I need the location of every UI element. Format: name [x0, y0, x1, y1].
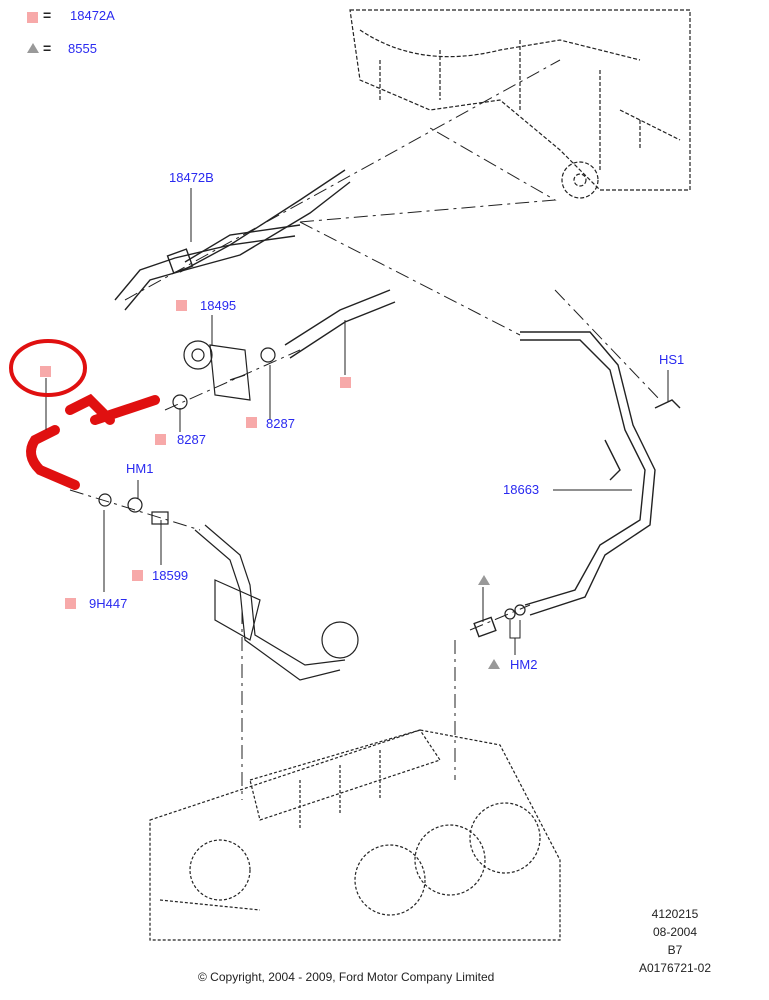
legend-equals: = [43, 40, 52, 56]
part-marker-square-icon [65, 598, 76, 609]
callout-8287[interactable]: 8287 [266, 416, 295, 431]
part-marker-square-icon [176, 300, 187, 311]
leader-lines [45, 188, 669, 655]
meta-date: 08-2004 [652, 925, 698, 939]
legend-square-icon [27, 12, 38, 23]
meta-revision: B7 [667, 943, 683, 957]
callout-9H447[interactable]: 9H447 [89, 596, 128, 611]
legend-value-18472A[interactable]: 18472A [70, 8, 115, 23]
callout-18663[interactable]: 18663 [503, 482, 540, 497]
heater-core-assembly [349, 9, 691, 199]
part-marker-triangle-icon [478, 575, 490, 585]
part-marker-square-icon [132, 570, 143, 581]
hose-upper [284, 289, 396, 359]
legend-value-8555[interactable]: 8555 [68, 41, 97, 56]
callout-18495[interactable]: 18495 [200, 298, 237, 313]
highlight-circle [9, 339, 87, 397]
callout-HM1[interactable]: HM1 [126, 461, 154, 476]
drawing-meta: 4120215 08-2004 B7 A0176721-02 [620, 905, 730, 977]
callout-HS1[interactable]: HS1 [659, 352, 685, 367]
callout-18472B[interactable]: 18472B [169, 170, 214, 185]
copyright-text: © Copyright, 2004 - 2009, Ford Motor Com… [198, 970, 495, 984]
hose-18472A-highlighted [26, 393, 160, 490]
legend-equals: = [43, 7, 52, 23]
callout-18599[interactable]: 18599 [152, 568, 189, 583]
part-marker-square-icon [246, 417, 257, 428]
part-marker-square-icon [155, 434, 166, 445]
lower-pipe [194, 524, 359, 681]
center-lines [69, 59, 661, 800]
legend-triangle-icon [27, 43, 39, 53]
part-marker-square-icon [340, 377, 351, 388]
meta-illustration-number: 4120215 [651, 907, 699, 921]
hose-18472B [114, 169, 351, 311]
meta-reference: A0176721-02 [638, 961, 712, 975]
clamps [98, 347, 526, 620]
engine-block [149, 729, 561, 941]
valve-18495 [183, 340, 251, 401]
part-marker-square-icon [40, 366, 51, 377]
part-marker-triangle-icon [488, 659, 500, 669]
callout-HM2[interactable]: HM2 [510, 657, 538, 672]
callout-8287[interactable]: 8287 [177, 432, 206, 447]
